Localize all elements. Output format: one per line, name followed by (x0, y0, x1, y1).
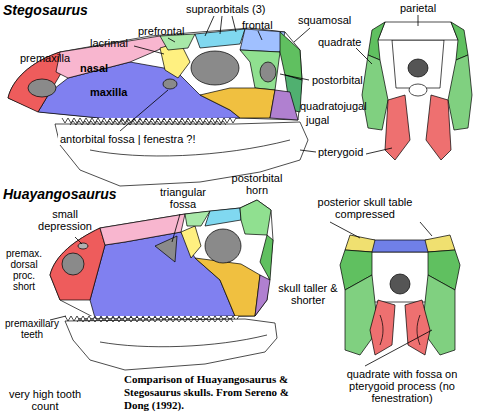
part-label: nasal (80, 62, 108, 74)
huayangosaurus-skull (100, 214, 185, 245)
feature-label: postorbital horn (226, 172, 288, 196)
leader-line (75, 237, 82, 244)
leader-line (232, 16, 236, 32)
stegosaurus-skull (56, 36, 172, 78)
huayangosaurus-skull (78, 243, 88, 249)
stegosaurus-occiput (408, 59, 428, 77)
part-label: supraorbitals (3) (186, 3, 265, 15)
stegosaurus-skull (8, 28, 302, 123)
stegosaurus-skull (260, 62, 276, 82)
huayangosaurus-jaw (77, 318, 233, 322)
leader-line (356, 48, 372, 64)
huayangosaurus-skull (195, 258, 260, 316)
part-label: frontal (242, 19, 273, 31)
leader-line (294, 28, 310, 42)
huayangosaurus-skull (255, 275, 270, 316)
huayangosaurus-skull (260, 235, 273, 280)
huayangosaurus-occiput (390, 274, 410, 294)
part-label: maxilla (90, 86, 127, 98)
huayangosaurus-skull (50, 228, 105, 300)
feature-label: triangular fossa (154, 186, 212, 210)
figure-caption: Comparison of Huayangosaurus & Stegosaur… (124, 373, 314, 412)
stegosaurus-occiput (385, 95, 410, 160)
part-label: postorbital (312, 74, 363, 86)
feature-label: premax. dorsal proc. short (1, 248, 47, 292)
part-label: prefrontal (138, 25, 184, 37)
huayangosaurus-skull (50, 200, 273, 318)
part-label: pterygoid (318, 146, 363, 158)
leader-line (220, 16, 222, 34)
leader-line (366, 148, 392, 154)
leader-line (134, 46, 164, 54)
huayangosaurus-occiput (370, 300, 395, 355)
part-label: squamosal (298, 14, 351, 26)
leader-line (418, 15, 419, 26)
huayangosaurus-occiput (425, 235, 455, 252)
stegosaurus-skull (200, 88, 275, 118)
huayangosaurus-jaw (65, 319, 277, 370)
feature-label: very high tooth count (3, 388, 87, 412)
leader-line (330, 222, 360, 238)
stegosaurus-occiput (392, 40, 444, 88)
stegosaurus-skull (191, 51, 239, 85)
stegosaurus-skull (28, 79, 56, 97)
stegosaurus-skull (8, 28, 302, 120)
stegosaurus-occiput (362, 22, 472, 160)
stegosaurus-skull (240, 50, 280, 90)
stegosaurus-occiput (448, 55, 472, 130)
leader-line (258, 31, 262, 40)
huayangosaurus-occiput (370, 252, 430, 302)
huayangosaurus-skull (240, 200, 271, 235)
stegosaurus-occiput (362, 55, 388, 130)
huayangosaurus-jaw (100, 335, 267, 347)
part-label: antorbital fossa | fenestra ?! (58, 133, 198, 145)
part-label: parietal (400, 2, 436, 14)
leader-line (300, 150, 316, 152)
feature-label: small depression (36, 208, 94, 232)
stegosaurus-skull (8, 52, 70, 112)
leader-line (280, 74, 309, 80)
part-label: quadrate (318, 36, 361, 48)
huayangosaurus-occiput (417, 315, 420, 345)
huayangosaurus-skull (205, 208, 241, 226)
leader-line (420, 222, 432, 236)
huayangosaurus-skull (50, 200, 273, 321)
huayangosaurus-skull (155, 236, 177, 262)
feature-label: skull taller & shorter (276, 282, 340, 306)
stegosaurus-occiput (368, 22, 385, 60)
feature-label: quadrate with fossa on pterygoid process… (338, 368, 466, 404)
huayangosaurus-occiput (380, 315, 383, 345)
stegosaurus-occiput (451, 22, 468, 60)
feature-label: premaxillary teeth (1, 318, 63, 340)
part-label: premaxilla (20, 52, 70, 64)
huayangosaurus-jaw (65, 318, 277, 370)
huayangosaurus-occiput (405, 300, 430, 355)
leader-line (205, 16, 214, 36)
stegosaurus-skull (163, 79, 177, 89)
stegosaurus-occiput (409, 84, 427, 96)
part-label: jugal (306, 114, 329, 126)
leader-line (365, 330, 432, 366)
stegosaurus-skull (270, 90, 298, 120)
stegosaurus-occiput (426, 95, 451, 160)
feature-label: posterior skull table compressed (300, 196, 430, 220)
huayangosaurus-skull (62, 253, 84, 275)
leader-line (168, 38, 175, 42)
huayangosaurus-skull (181, 226, 201, 258)
part-label: lacrimal (90, 37, 128, 49)
huayangosaurus-occiput (340, 235, 460, 355)
leader-line (172, 214, 180, 242)
stegosaurus-skull (240, 29, 285, 52)
stegosaurus-skull (280, 32, 302, 80)
part-label: quadratojugal (300, 100, 367, 112)
stegosaurus-jaw (70, 121, 226, 125)
huayangosaurus-skull (205, 229, 241, 263)
species-heading: Huayangosaurus (3, 186, 117, 202)
species-heading: Stegosaurus (3, 2, 88, 18)
